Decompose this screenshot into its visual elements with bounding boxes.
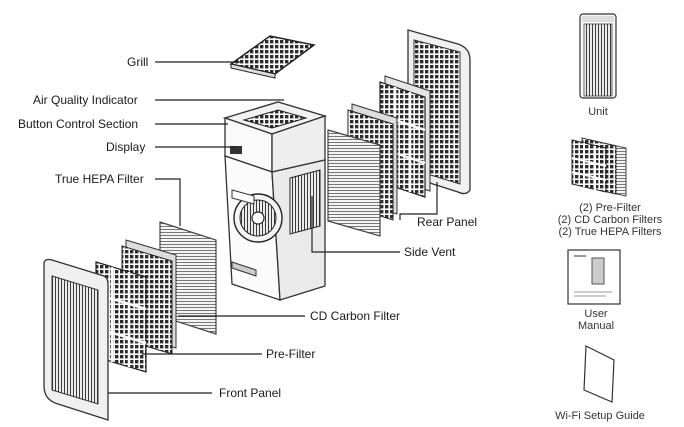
callout-side-vent: Side Vent [404, 245, 456, 259]
unit-body [222, 101, 328, 301]
filters-icon [571, 137, 627, 197]
wifi-guide-icon [583, 345, 615, 403]
caption-filters-line-3: (2) True HEPA Filters [558, 226, 662, 238]
rear-filters [327, 75, 431, 237]
callout-rear-panel: Rear Panel [417, 215, 478, 229]
callout-button-control-section: Button Control Section [18, 117, 139, 131]
callout-grill: Grill [127, 55, 149, 69]
callout-front-panel: Front Panel [219, 386, 282, 400]
callout-display: Display [106, 140, 146, 154]
front-filters [95, 221, 217, 373]
leader-lines [108, 61, 438, 394]
callout-cd-carbon-filter: CD Carbon Filter [310, 309, 401, 323]
caption-filters: (2) Pre-Filter (2) CD Carbon Filters (2)… [540, 202, 680, 238]
caption-wifi-guide: Wi-Fi Setup Guide [555, 410, 645, 422]
caption-manual-line-1: User [584, 308, 608, 320]
front-panel-part [43, 258, 109, 421]
unit-icon [579, 13, 617, 99]
caption-manual-line-2: Manual [577, 320, 615, 332]
callout-pre-filter: Pre-Filter [266, 347, 316, 361]
manual-icon [567, 249, 621, 305]
callout-air-quality-indicator: Air Quality Indicator [33, 93, 138, 107]
caption-filters-line-1: (2) Pre-Filter [579, 202, 641, 214]
grill-part [229, 35, 316, 79]
callout-true-hepa-filter: True HEPA Filter [55, 172, 144, 186]
caption-filters-line-2: (2) CD Carbon Filters [557, 214, 663, 226]
caption-unit: Unit [588, 106, 608, 118]
caption-manual: User Manual [560, 308, 632, 332]
